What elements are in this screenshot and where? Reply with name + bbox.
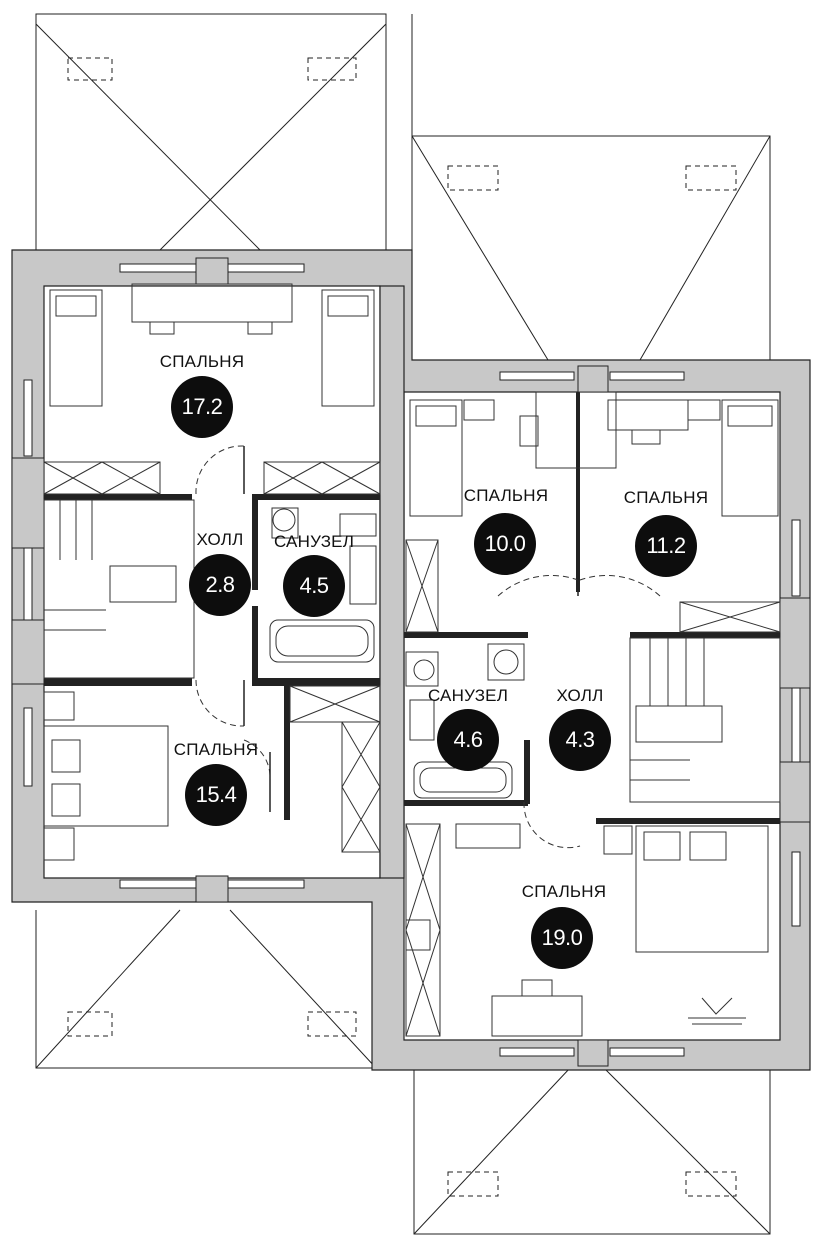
interior-walls (44, 392, 780, 824)
roof-bottom-left (35, 909, 377, 1069)
walls (11, 249, 811, 1071)
room-label-bedroom-bottom-right: СПАЛЬНЯ (521, 882, 607, 901)
room-label-bath-left: САНУЗЕЛ (273, 532, 355, 551)
room-label-bedroom-bottom-left: СПАЛЬНЯ (173, 740, 259, 759)
windows (23, 263, 801, 1057)
roof-top-left (35, 13, 387, 253)
area-badge-hall-left: 2.8 (189, 554, 251, 616)
area-badge-bedroom-top-left: 17.2 (171, 376, 233, 438)
area-badge-bedroom-mid: 10.0 (474, 513, 536, 575)
doors (195, 445, 661, 849)
room-label-bath-right: САНУЗЕЛ (427, 686, 509, 705)
room-label-hall-right: ХОЛЛ (556, 686, 604, 705)
room-label-bedroom-mid: СПАЛЬНЯ (463, 486, 549, 505)
roof-bottom-right (413, 1067, 771, 1235)
room-label-bedroom-top-left: СПАЛЬНЯ (159, 352, 245, 371)
room-label-bedroom-right: СПАЛЬНЯ (623, 488, 709, 507)
area-badge-bath-right: 4.6 (437, 709, 499, 771)
area-badge-bedroom-right: 11.2 (635, 515, 697, 577)
area-badge-bath-left: 4.5 (283, 555, 345, 617)
room-label-hall-left: ХОЛЛ (196, 530, 244, 549)
area-badge-bedroom-bottom-left: 15.4 (185, 764, 247, 826)
area-badge-hall-right: 4.3 (549, 709, 611, 771)
area-badge-bedroom-bottom-right: 19.0 (531, 907, 593, 969)
roof-top-right (411, 135, 771, 361)
furniture (43, 283, 781, 1037)
